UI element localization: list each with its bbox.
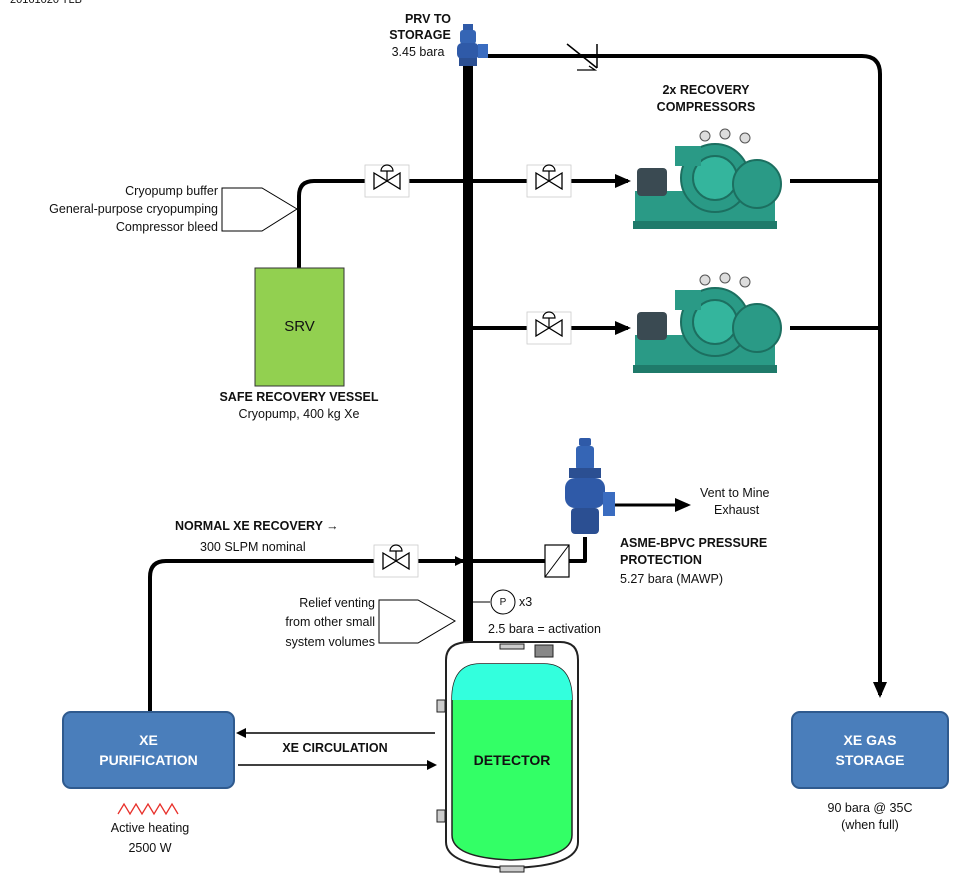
- detector-label: DETECTOR: [473, 752, 551, 768]
- srv-title: SAFE RECOVERY VESSEL: [219, 390, 379, 404]
- pressure-sensor-symbol-label: P: [499, 597, 507, 608]
- srv-box-label: SRV: [284, 318, 315, 335]
- compressors-title-line2: COMPRESSORS: [656, 100, 756, 114]
- prv-title-line2: STORAGE: [389, 28, 451, 42]
- purification-box: [62, 711, 235, 789]
- detector-vessel: [436, 641, 579, 873]
- sources-inlet-tag: [221, 187, 298, 232]
- pipe-prv-to-storage: [487, 54, 887, 698]
- header-stamp: 20161020 TLB: [10, 0, 82, 6]
- compressor-1-icon: [633, 128, 782, 229]
- valve-srv-line: [364, 164, 410, 198]
- prv-pressure: 3.45 bara: [391, 45, 445, 59]
- vent-line2: Exhaust: [714, 503, 760, 517]
- storage-note1: 90 bara @ 35C: [827, 801, 913, 815]
- normal-recovery-rate: 300 SLPM nominal: [200, 540, 306, 554]
- prv-title-line1: PRV TO: [404, 12, 452, 26]
- storage-label-line1: XE GAS: [843, 732, 897, 748]
- valve-normal-recovery: [373, 544, 419, 578]
- pressure-sensor-activation: 2.5 bara = activation: [488, 622, 601, 636]
- heating-line1: Active heating: [110, 821, 190, 835]
- heater-zigzag-icon: [117, 802, 179, 816]
- asme-pressure: 5.27 bara (MAWP): [620, 572, 724, 586]
- asme-prv-icon: [565, 438, 615, 534]
- pipe-network: [148, 54, 887, 770]
- sources-line3: Compressor bleed: [115, 220, 218, 234]
- heating-line2: 2500 W: [128, 841, 172, 855]
- srv-subtitle: Cryopump, 400 kg Xe: [238, 407, 360, 421]
- asme-line1: ASME-BPVC PRESSURE: [620, 536, 768, 550]
- pressure-sensor-symbol: [468, 589, 516, 615]
- pipe-srv-to-compressor-1: [297, 174, 631, 268]
- relief-line2: from other small: [285, 615, 375, 629]
- storage-label-line2: STORAGE: [835, 752, 905, 768]
- prv-valve-icon: [457, 24, 488, 66]
- sources-line1: Cryopump buffer: [125, 184, 218, 198]
- srv-box: [254, 267, 345, 387]
- pipe-normal-recovery: [148, 556, 465, 712]
- compressors-title-line1: 2x RECOVERY: [662, 83, 750, 97]
- asme-line2: PROTECTION: [620, 553, 702, 567]
- relief-inlet-tag: [378, 599, 456, 644]
- valve-compressor-2: [526, 311, 572, 345]
- rupture-disc-symbol: [544, 544, 570, 578]
- pipe-asme-up: [569, 537, 587, 563]
- valve-compressor-1: [526, 164, 572, 198]
- storage-note2: (when full): [841, 818, 899, 832]
- sources-line2: General-purpose cryopumping: [49, 202, 218, 216]
- check-valve-storage-line: [566, 43, 598, 71]
- purification-label-line1: XE: [139, 732, 158, 748]
- vent-line1: Vent to Mine: [700, 486, 770, 500]
- relief-line1: Relief venting: [299, 596, 375, 610]
- circulation-label: XE CIRCULATION: [282, 741, 388, 755]
- normal-recovery-title: NORMAL XE RECOVERY →: [175, 519, 339, 533]
- relief-line3: system volumes: [285, 635, 375, 649]
- compressor-2-icon: [633, 272, 782, 373]
- pressure-sensor-count: x3: [519, 595, 533, 609]
- purification-label-line2: PURIFICATION: [99, 752, 198, 768]
- storage-box: [791, 711, 949, 789]
